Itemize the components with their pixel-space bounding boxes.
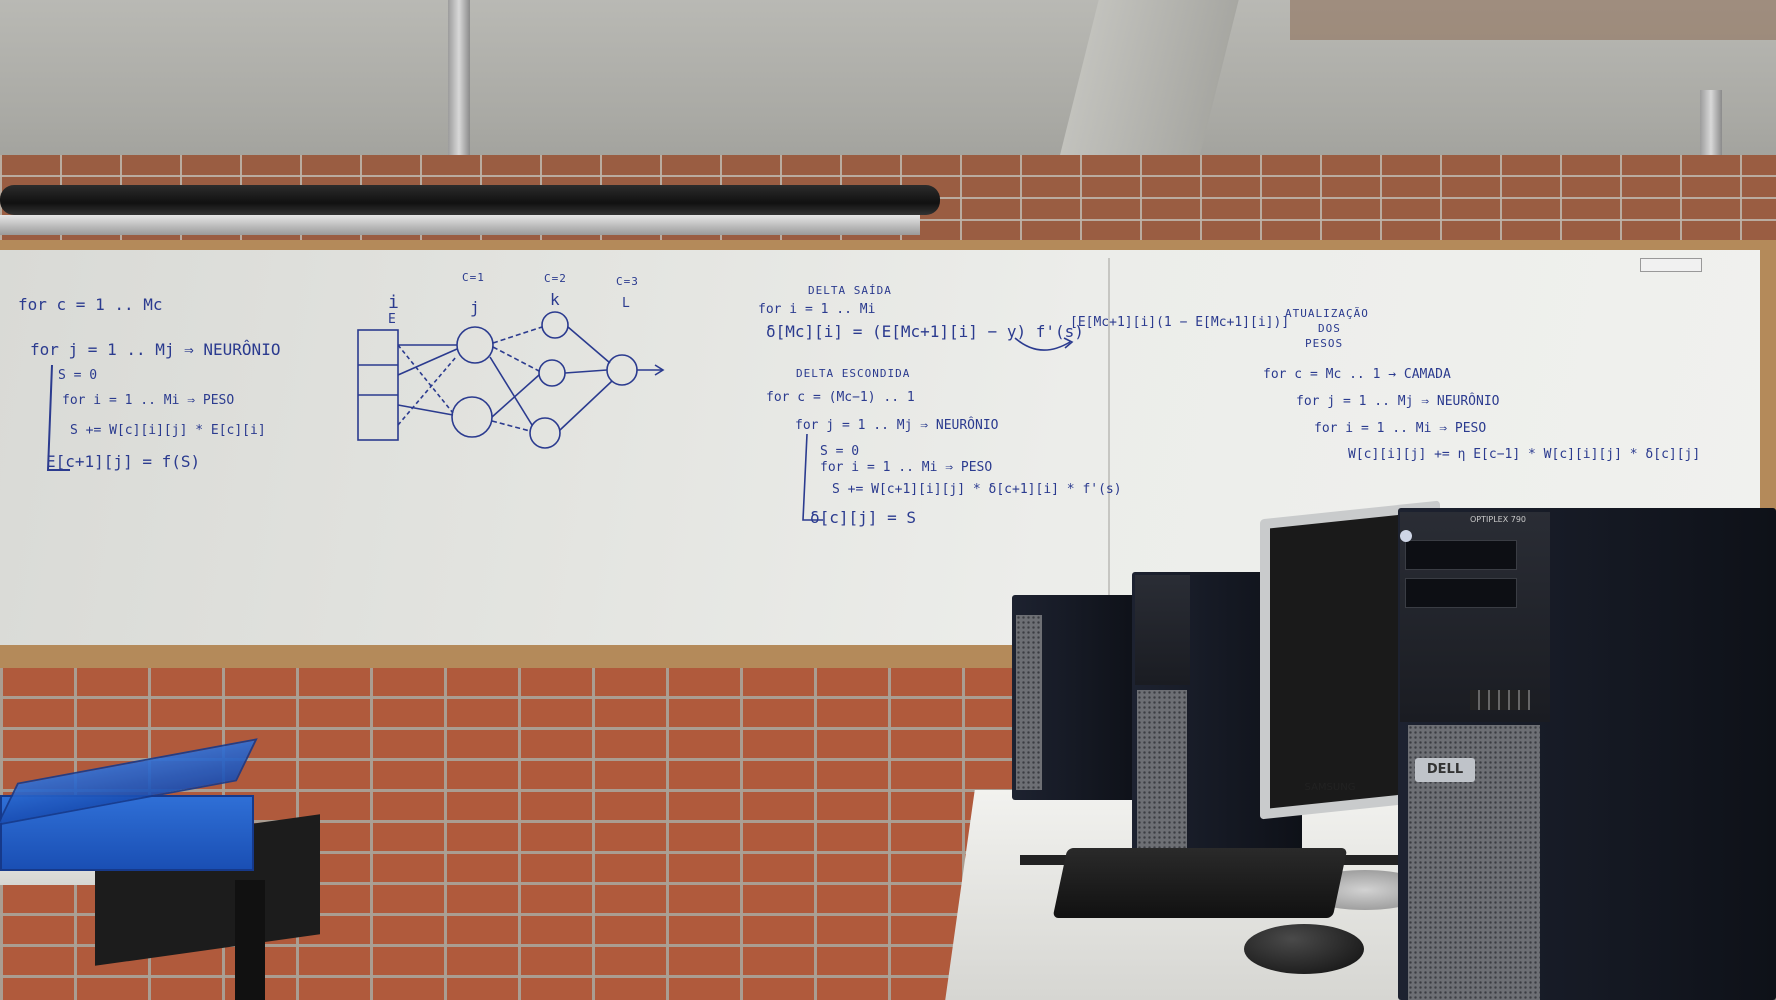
title-dos: DOS bbox=[1318, 322, 1341, 335]
code-left-line5: S += W[c][i][j] * E[c][i] bbox=[70, 423, 266, 438]
escondida-bracket bbox=[802, 433, 823, 521]
pesos-line4: W[c][i][j] += η E[c−1] * W[c][i][j] * δ[… bbox=[1348, 447, 1701, 462]
tower-middle-drive-bay bbox=[1135, 575, 1190, 685]
pesos-line1: for c = Mc .. 1 → CAMADA bbox=[1263, 367, 1451, 382]
neural-network-diagram bbox=[357, 311, 665, 449]
title-pesos: PESOS bbox=[1305, 337, 1344, 350]
diagram-label-i: i bbox=[388, 292, 399, 313]
wall-label-tag bbox=[1640, 258, 1702, 272]
code-left-line4: for i = 1 .. Mi ⇒ PESO bbox=[62, 393, 235, 408]
diagram-label-j: j bbox=[470, 298, 480, 317]
fprime-expansion: [E[Mc+1][i](1 − E[Mc+1][i])] bbox=[1070, 315, 1290, 330]
left-desk-leg bbox=[235, 880, 265, 1000]
input-layer-box bbox=[357, 329, 399, 441]
ceiling-brick-panel bbox=[1290, 0, 1776, 40]
metal-rail-left bbox=[448, 0, 470, 190]
tower-middle-grille bbox=[1137, 690, 1187, 860]
drive-bay-2 bbox=[1405, 578, 1517, 608]
diagram-label-l: L bbox=[622, 296, 630, 311]
title-atualizacao: ATUALIZAÇÃO bbox=[1285, 307, 1369, 320]
title-delta-saida: DELTA SAÍDA bbox=[808, 284, 892, 297]
projector-screen-bottom-bar bbox=[0, 215, 920, 235]
esc-line1: for c = (Mc−1) .. 1 bbox=[766, 390, 915, 405]
esc-line5: S += W[c+1][i][j] * δ[c+1][i] * f'(s) bbox=[832, 482, 1122, 497]
diagram-label-e: E bbox=[388, 312, 396, 327]
code-left-line2: for j = 1 .. Mj ⇒ NEURÔNIO bbox=[30, 340, 281, 359]
hidden-neuron-1 bbox=[456, 326, 494, 364]
optical-drive[interactable] bbox=[1405, 540, 1517, 570]
diagram-label-c2: C=2 bbox=[544, 272, 567, 285]
dell-logo: DELL bbox=[1415, 758, 1475, 782]
diagram-label-c3: C=3 bbox=[616, 275, 639, 288]
pesos-line2: for j = 1 .. Mj ⇒ NEURÔNIO bbox=[1296, 394, 1500, 409]
tower-front-grille bbox=[1408, 725, 1540, 1000]
monitor-brand: SAMSUNG bbox=[1304, 782, 1356, 793]
code-left-line1: for c = 1 .. Mc bbox=[18, 295, 163, 314]
esc-line3: S = 0 bbox=[820, 444, 860, 459]
esc-line2: for j = 1 .. Mj ⇒ NEURÔNIO bbox=[795, 418, 999, 433]
usb-ports bbox=[1470, 690, 1530, 710]
projector-screen-case bbox=[0, 185, 940, 215]
arrow-to-expansion bbox=[1014, 337, 1074, 351]
code-left-line6: E[c+1][j] = f(S) bbox=[46, 452, 201, 471]
keyboard[interactable] bbox=[1052, 848, 1348, 918]
saida-line1: for i = 1 .. Mi bbox=[758, 302, 876, 317]
layer2-neuron-1 bbox=[541, 311, 569, 339]
hidden-neuron-2 bbox=[451, 396, 493, 438]
esc-line6: δ[c][j] = S bbox=[810, 508, 916, 527]
diagram-label-c1: C=1 bbox=[462, 271, 485, 284]
code-left-line3: S = 0 bbox=[58, 368, 98, 383]
whiteboard-seam bbox=[1108, 258, 1110, 636]
pesos-line3: for i = 1 .. Mi ⇒ PESO bbox=[1314, 421, 1487, 436]
power-button[interactable] bbox=[1400, 530, 1412, 542]
esc-line4: for i = 1 .. Mi ⇒ PESO bbox=[820, 460, 993, 475]
title-delta-escondida: DELTA ESCONDIDA bbox=[796, 367, 911, 380]
code-left-bracket bbox=[46, 364, 70, 471]
tower-back-grille bbox=[1016, 615, 1042, 790]
saida-line2: δ[Mc][i] = (E[Mc+1][i] − y) f'(s) bbox=[766, 322, 1084, 341]
layer2-neuron-3 bbox=[529, 417, 561, 449]
tower-model: OPTIPLEX 790 bbox=[1470, 515, 1526, 524]
mouse[interactable] bbox=[1244, 924, 1364, 974]
layer2-neuron-2 bbox=[538, 359, 566, 387]
diagram-label-k: k bbox=[550, 290, 560, 309]
